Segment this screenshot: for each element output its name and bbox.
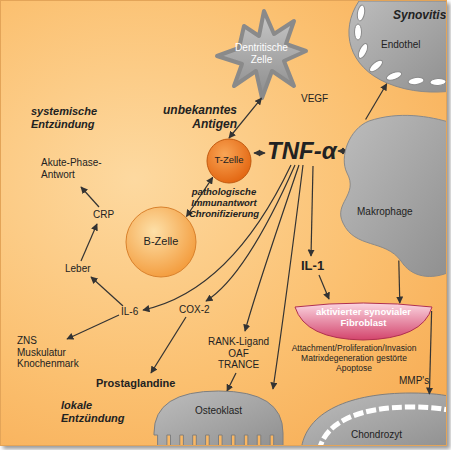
- organ-label: Leber: [65, 263, 91, 275]
- effect-label: Attachment/Proliferation/Invasion Matrix…: [283, 344, 425, 373]
- endothelium-outline: [430, 78, 446, 86]
- cytokine-label: IL-1: [301, 259, 324, 274]
- marker-label: CRP: [93, 209, 114, 221]
- antigen-label: unbekanntes Antigen: [149, 104, 237, 132]
- mediator-label: Prostaglandine: [96, 377, 175, 390]
- fibroblast-outline: [295, 303, 432, 340]
- chondrocyte-outline: [319, 407, 447, 446]
- b-cell-outline: [126, 207, 196, 277]
- leader-arrow: [319, 275, 329, 299]
- t-cell-outline: [207, 139, 251, 183]
- edge-label: MMP's: [399, 375, 429, 387]
- node-label: Makrophage: [357, 206, 413, 218]
- leader-arrow: [91, 277, 123, 306]
- node-label: B-Zelle: [125, 235, 197, 248]
- node-label: Osteoklast: [151, 405, 286, 417]
- node-label: aktivierter synovialer Fibroblast: [303, 307, 424, 329]
- node-label: Dentritische Zelle: [229, 42, 294, 65]
- leader-arrow: [311, 166, 313, 256]
- enzyme-label: COX-2: [179, 304, 210, 316]
- leader-arrow: [273, 165, 303, 389]
- b-cell: B-Zelle: [125, 206, 197, 278]
- endothelium-outline: [355, 24, 362, 40]
- organ-label: ZNS Muskulatur Knochenmark: [17, 335, 83, 370]
- leader-arrow: [151, 317, 186, 373]
- region-title: systemische Entzündung: [31, 105, 126, 130]
- region-title: Synovitis: [393, 9, 446, 23]
- endothelium-outline: [408, 76, 425, 85]
- macrophage-shape: [319, 111, 447, 281]
- region-title: lokale Entzündung: [61, 399, 143, 424]
- leader-arrow: [227, 373, 236, 391]
- endothelium-outline: [349, 1, 447, 92]
- node-label: Chondrozyt: [301, 429, 447, 441]
- cytokine-label: IL-6: [121, 306, 138, 318]
- osteoclast: Osteoklast: [151, 387, 286, 446]
- macrophage: Makrophage: [319, 111, 447, 281]
- factor-label: RANK-Ligand OAF TRANCE: [207, 336, 270, 371]
- endothelium-outline: [356, 5, 366, 22]
- edge-label: VEGF: [301, 93, 328, 105]
- leader-arrow: [81, 224, 97, 261]
- signal-arrow: [366, 84, 387, 120]
- effect-label: Akute-Phase-Antwort: [41, 157, 105, 180]
- effect-label: pathologische Immunantwort Chronifizieru…: [183, 187, 265, 220]
- t-cell: T-Zelle: [206, 138, 252, 184]
- signal-arrow: [399, 261, 400, 303]
- leader-arrow: [206, 165, 295, 301]
- node-label: T-Zelle: [206, 155, 252, 166]
- dendritic-cell: Dentritische Zelle: [214, 6, 309, 101]
- endothelium-outline: [368, 58, 385, 74]
- osteoclast-shape: [151, 387, 286, 446]
- chondrocyte: Chondrozyt: [301, 391, 447, 446]
- endothelium-outline: [385, 70, 402, 82]
- endothelium-outline: [356, 42, 369, 59]
- signal-arrow: [429, 311, 431, 394]
- dendritic-cell-outline: [217, 11, 306, 98]
- fibroblast: aktivierter synovialer Fibroblast: [291, 301, 436, 341]
- cytokine-title: TNF-α: [267, 139, 337, 163]
- macrophage-outline: [341, 115, 447, 276]
- node-label: Endothel: [381, 39, 420, 51]
- osteoclast-outline: [154, 391, 283, 446]
- chondrocyte-outline: [301, 393, 447, 446]
- leader-arrow: [67, 315, 119, 339]
- leader-arrow: [81, 187, 99, 207]
- leader-arrow: [254, 152, 265, 153]
